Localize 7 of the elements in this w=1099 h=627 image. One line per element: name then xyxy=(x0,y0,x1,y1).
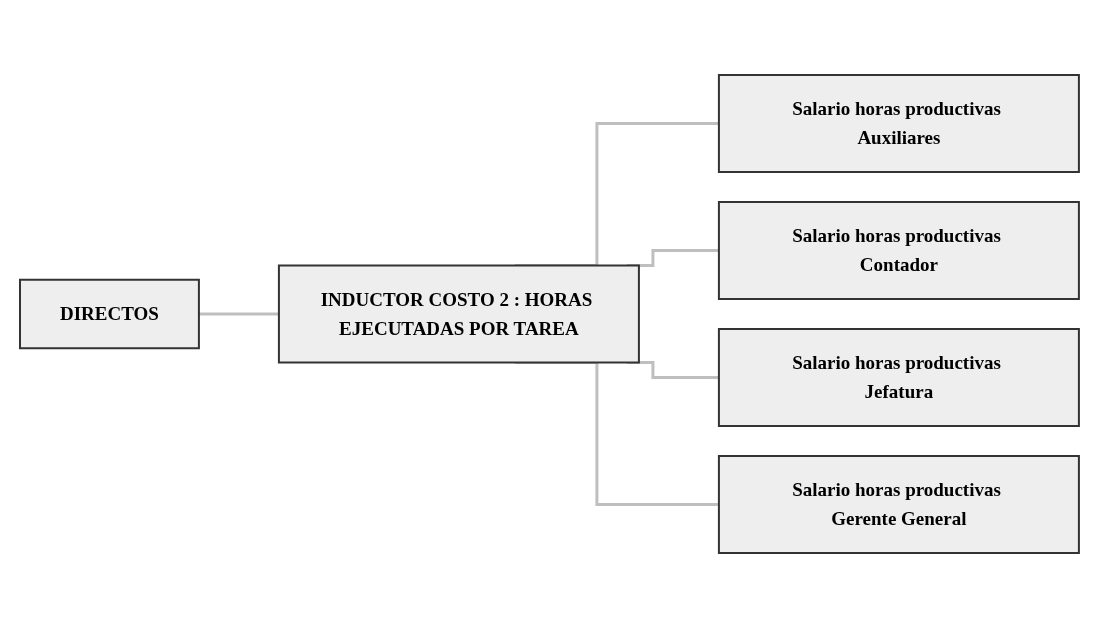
node-box: Salario horas productivas Contador xyxy=(717,200,1080,300)
node-box: Salario horas productivas Gerente General xyxy=(717,454,1080,554)
node-box: DIRECTOS xyxy=(19,278,200,349)
connector xyxy=(198,312,279,315)
node-box: INDUCTOR COSTO 2 : HORAS EJECUTADAS POR TAREA xyxy=(277,264,640,363)
node-box: Salario horas productivas Jefatura xyxy=(717,327,1080,427)
node-box: Salario horas productivas Auxiliares xyxy=(717,73,1080,173)
